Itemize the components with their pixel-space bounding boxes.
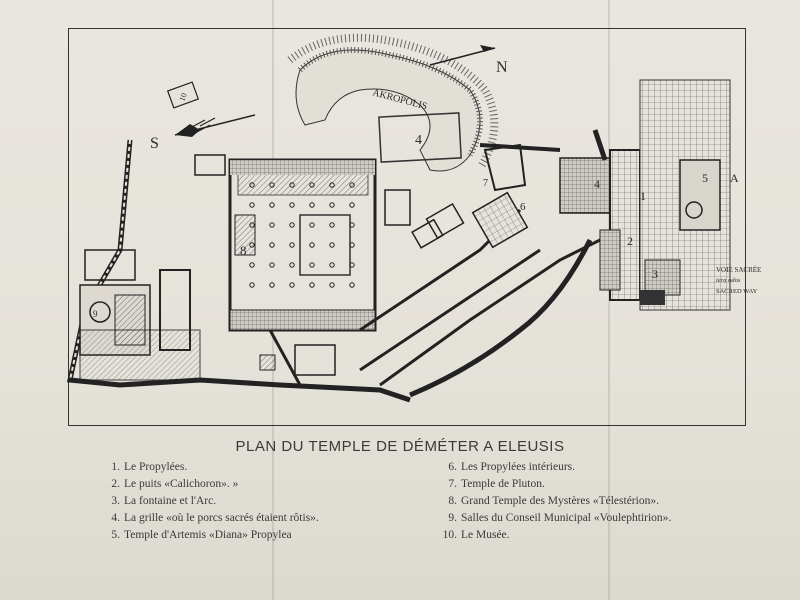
- legend-item: 4. La grille «où le porcs sacrés étaient …: [100, 510, 319, 527]
- column-base: [329, 202, 335, 208]
- column-base: [329, 242, 335, 248]
- telesterion-columns: [249, 182, 355, 288]
- legend-item: 6. Les Propylées intérieurs.: [437, 459, 671, 476]
- column-base: [329, 182, 335, 188]
- sacred-way-label: VOIE SACRÉE: [716, 266, 761, 274]
- column-base: [269, 222, 275, 228]
- legend-text: Le Propylées.: [124, 461, 188, 473]
- building-6-number: 6: [520, 201, 526, 213]
- column-base: [329, 222, 335, 228]
- legend-right-column: 6. Les Propylées intérieurs. 7. Temple de P…: [437, 459, 672, 544]
- legend-item: 3. La fontaine et l'Arc.: [100, 493, 319, 510]
- legend-item: 1. Le Propylées.: [100, 459, 319, 476]
- column-base: [269, 202, 275, 208]
- sacred-way-sublabel: iera odos: [716, 277, 741, 284]
- column-base: [349, 282, 355, 288]
- sacred-way-english: SACRED WAY: [716, 288, 758, 295]
- plan-frame: [68, 28, 746, 426]
- legend-item: 7. Temple de Pluton.: [437, 476, 671, 493]
- building-5-number: 5: [702, 171, 708, 185]
- building-2-number: 2: [627, 234, 633, 248]
- column-base: [269, 242, 275, 248]
- column-base: [349, 222, 355, 228]
- museum-number: 10: [178, 92, 189, 103]
- south-label: S: [150, 135, 159, 152]
- south-arrow-icon: [174, 114, 256, 137]
- legend-item: 10. Le Musée.: [437, 527, 671, 544]
- legend-left-column: 1. Le Propylées. 2. Le puits «Calichoron». …: [100, 459, 319, 544]
- column-base: [309, 262, 315, 268]
- column-base: [309, 282, 315, 288]
- legend-number: 2.: [111, 478, 120, 490]
- legend-item: 8. Grand Temple des Mystères «Télestérion…: [437, 493, 671, 510]
- column-base: [289, 262, 295, 268]
- building-1-number: 1: [640, 189, 646, 203]
- building-a-label: A: [730, 171, 739, 185]
- legend-number: 9.: [448, 512, 457, 524]
- legend-number: 1.: [111, 461, 120, 473]
- legend-number: 7.: [448, 478, 457, 490]
- column-base: [249, 182, 255, 188]
- plan-title: PLAN DU TEMPLE DE DÉMÉTER A ELEUSIS: [235, 438, 565, 455]
- museum-building: [166, 81, 200, 109]
- building-3-number: 3: [652, 267, 658, 281]
- column-base: [289, 282, 295, 288]
- minor-structures: [194, 154, 411, 376]
- legend-number: 4.: [111, 512, 120, 524]
- legend-number: 6.: [448, 461, 457, 473]
- column-base: [349, 182, 355, 188]
- eastern-wall: [409, 238, 593, 398]
- legend-number: 5.: [111, 529, 120, 541]
- column-base: [249, 282, 255, 288]
- inner-propylaea: [411, 191, 529, 249]
- column-base: [309, 202, 315, 208]
- pluton-temple: [483, 143, 527, 192]
- building-9-number: 9: [93, 309, 98, 319]
- legend-text: Temple d'Artemis «Diana» Propylea: [124, 529, 292, 541]
- column-base: [329, 282, 335, 288]
- column-base: [349, 242, 355, 248]
- legend-text: Le Musée.: [461, 529, 510, 541]
- building-7-number: 7: [483, 178, 488, 189]
- column-base: [249, 262, 255, 268]
- column-base: [269, 262, 275, 268]
- column-base: [249, 202, 255, 208]
- column-base: [289, 202, 295, 208]
- column-base: [309, 242, 315, 248]
- legend-item: 5. Temple d'Artemis «Diana» Propylea: [100, 527, 319, 544]
- legend-item: 9. Salles du Conseil Municipal «Voulephti…: [437, 510, 671, 527]
- column-base: [309, 182, 315, 188]
- column-base: [269, 182, 275, 188]
- legend-item: 2. Le puits «Calichoron». »: [100, 476, 319, 493]
- column-base: [349, 202, 355, 208]
- column-base: [329, 262, 335, 268]
- greater-propylaea: [559, 79, 731, 311]
- legend-text: Grand Temple des Mystères «Télestérion».: [461, 495, 659, 507]
- legend-number: 8.: [448, 495, 457, 507]
- acropolis-hill: [287, 33, 499, 172]
- column-base: [289, 242, 295, 248]
- column-base: [289, 222, 295, 228]
- legend-text: La fontaine et l'Arc.: [124, 495, 217, 507]
- column-base: [309, 222, 315, 228]
- legend-number: 3.: [111, 495, 120, 507]
- north-label: N: [496, 59, 508, 76]
- column-base: [289, 182, 295, 188]
- legend-number: 10.: [442, 529, 457, 541]
- north-arrow-icon: [429, 45, 496, 66]
- council-hall-complex: [79, 249, 201, 381]
- legend-text: La grille «où le porcs sacrés étaient rô…: [124, 512, 319, 524]
- acropolis-number: 4: [415, 133, 422, 148]
- legend-text: Temple de Pluton.: [461, 478, 545, 490]
- legend-text: Salles du Conseil Municipal «Voulephtiri…: [461, 512, 672, 524]
- legend-text: Le puits «Calichoron». »: [124, 478, 239, 490]
- building-4-number: 4: [594, 177, 600, 191]
- column-base: [349, 262, 355, 268]
- column-base: [269, 282, 275, 288]
- legend-text: Les Propylées intérieurs.: [461, 461, 576, 473]
